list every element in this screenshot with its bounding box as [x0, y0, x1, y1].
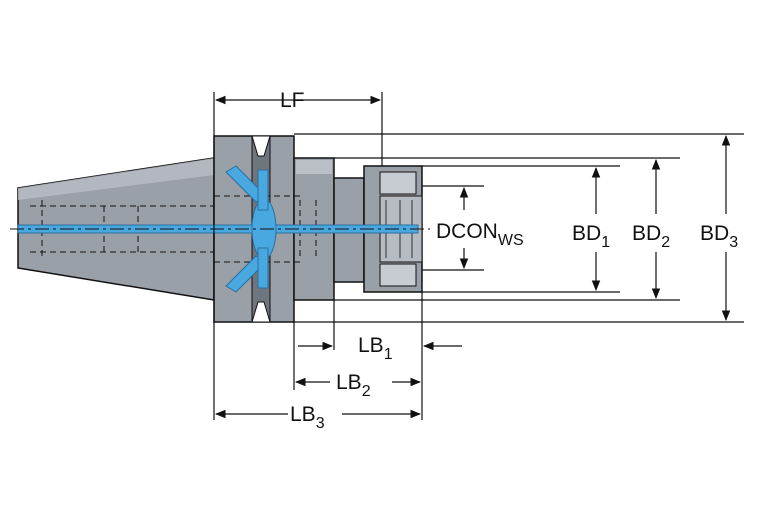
lf-label: LF [280, 89, 305, 112]
bd3-label: BD3 [700, 222, 738, 251]
flange-groove-bottom [251, 301, 271, 323]
flange-groove-top [251, 135, 271, 157]
bd1-label: BD1 [572, 222, 610, 251]
collet-nut-slot-top [379, 171, 417, 195]
tool-holder-body [10, 135, 430, 323]
lb3-label: LB3 [290, 403, 325, 432]
dcon-label: DCONWS [436, 220, 524, 249]
lb1-label: LB1 [358, 334, 393, 363]
bd2-label: BD2 [632, 222, 670, 251]
neck-highlight [296, 160, 332, 174]
collet-nut-slot-bottom [379, 263, 417, 287]
taper-highlight [18, 158, 214, 200]
dimension-lines [213, 92, 744, 420]
lb2-label: LB2 [336, 371, 371, 400]
